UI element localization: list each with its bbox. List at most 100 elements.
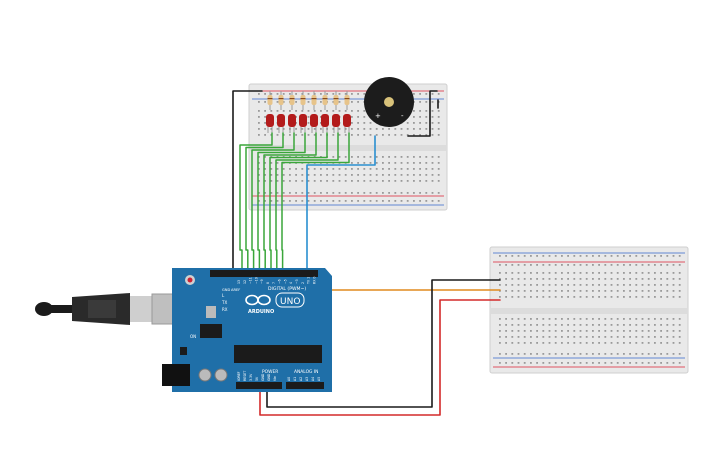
digital-pin-label: RX 0 bbox=[312, 277, 316, 284]
resistor[interactable] bbox=[278, 95, 284, 105]
resistor[interactable] bbox=[344, 95, 350, 105]
breadboard-hole bbox=[295, 122, 297, 124]
breadboard-hole bbox=[413, 200, 415, 202]
wire-led-8[interactable] bbox=[281, 132, 350, 271]
led[interactable] bbox=[277, 114, 285, 127]
resistor[interactable] bbox=[300, 95, 306, 105]
breadboard-hole bbox=[666, 255, 669, 257]
resistor[interactable] bbox=[311, 95, 317, 105]
breadboard-hole bbox=[511, 290, 514, 292]
breadboard-hole bbox=[641, 255, 644, 257]
breadboard-hole bbox=[326, 110, 328, 112]
wire-led-2[interactable] bbox=[245, 132, 284, 271]
usb-cable[interactable] bbox=[35, 293, 183, 325]
l-label: L bbox=[222, 293, 225, 298]
breadboard-hole bbox=[338, 110, 341, 112]
resistor[interactable] bbox=[322, 95, 328, 105]
resistor[interactable] bbox=[267, 95, 273, 105]
breadboard-hole bbox=[363, 180, 366, 182]
digital-pin-label: ~6 bbox=[278, 279, 282, 284]
breadboard-hole bbox=[295, 93, 297, 95]
wire-led-7[interactable] bbox=[275, 132, 339, 271]
led[interactable] bbox=[288, 114, 296, 127]
power-jack[interactable] bbox=[162, 364, 190, 386]
breadboard-hole bbox=[523, 278, 526, 280]
breadboard-hole bbox=[678, 255, 681, 257]
breadboard-holes bbox=[499, 255, 681, 364]
breadboard-hole bbox=[629, 318, 631, 320]
wire-led-6[interactable] bbox=[269, 132, 328, 271]
breadboard-hole bbox=[357, 93, 359, 95]
breadboard-hole bbox=[647, 278, 650, 280]
breadboard-hole bbox=[431, 122, 434, 124]
breadboard-hole bbox=[505, 353, 507, 355]
breadboard-hole bbox=[672, 330, 675, 332]
breadboard-hole bbox=[258, 174, 260, 176]
breadboard-hole bbox=[313, 168, 316, 170]
breadboard-hole bbox=[332, 128, 335, 130]
breadboard-hole bbox=[573, 278, 576, 280]
breadboard-hole bbox=[616, 330, 619, 332]
led-wires[interactable] bbox=[239, 132, 350, 271]
breadboard-hole bbox=[313, 93, 316, 95]
led[interactable] bbox=[299, 114, 307, 127]
breadboard-hole bbox=[567, 264, 569, 266]
breadboard-hole bbox=[517, 284, 520, 286]
breadboard-hole bbox=[629, 284, 631, 286]
breadboard-hole bbox=[431, 128, 434, 130]
resistor[interactable] bbox=[333, 95, 339, 105]
breadboard-hole bbox=[363, 168, 366, 170]
wire-gnd-top[interactable] bbox=[232, 90, 263, 271]
resistor[interactable] bbox=[289, 95, 295, 105]
breadboard-hole bbox=[295, 128, 297, 130]
breadboard-hole bbox=[672, 255, 675, 257]
wire-led-1[interactable] bbox=[239, 132, 273, 271]
breadboard-hole bbox=[419, 180, 421, 182]
breadboard-hole bbox=[313, 134, 316, 136]
breadboard-hole bbox=[301, 200, 304, 202]
breadboard-hole bbox=[499, 264, 501, 266]
breadboard-hole bbox=[592, 330, 594, 332]
breadboard-hole bbox=[511, 342, 514, 344]
breadboard-hole bbox=[437, 122, 440, 124]
breadboard-hole bbox=[585, 353, 588, 355]
breadboard-hole bbox=[313, 110, 316, 112]
breadboard-hole bbox=[523, 353, 526, 355]
piezo-buzzer[interactable]: + - bbox=[364, 77, 414, 127]
wire-led-5[interactable] bbox=[263, 132, 317, 271]
breadboard-hole bbox=[289, 180, 291, 182]
led[interactable] bbox=[310, 114, 318, 127]
breadboard-hole bbox=[530, 324, 532, 326]
breadboard-hole bbox=[666, 336, 669, 338]
led[interactable] bbox=[321, 114, 329, 127]
breadboard-hole bbox=[592, 362, 594, 364]
breadboard-hole bbox=[394, 192, 397, 194]
breadboard-hole bbox=[561, 324, 563, 326]
breadboard-hole bbox=[499, 255, 501, 257]
breadboard-hole bbox=[585, 278, 588, 280]
breadboard-hole bbox=[678, 330, 681, 332]
wire-5v[interactable] bbox=[259, 299, 501, 416]
breadboard-hole bbox=[369, 192, 372, 194]
breadboard-hole bbox=[610, 324, 613, 326]
breadboard-hole bbox=[654, 255, 656, 257]
breadboard-hole bbox=[542, 324, 545, 326]
led[interactable] bbox=[343, 114, 351, 127]
breadboard-hole bbox=[536, 342, 538, 344]
wire-gnd-bottom[interactable] bbox=[266, 279, 501, 408]
breadboard-right[interactable] bbox=[489, 246, 689, 374]
breadboard-hole bbox=[604, 362, 607, 364]
breadboard-hole bbox=[548, 362, 551, 364]
breadboard-hole bbox=[654, 264, 656, 266]
wire-led-4[interactable] bbox=[257, 132, 306, 271]
breadboard-hole bbox=[382, 156, 384, 158]
led[interactable] bbox=[332, 114, 340, 127]
wire-buzzer-gnd[interactable] bbox=[407, 90, 438, 137]
breadboard-hole bbox=[400, 168, 403, 170]
breadboard-hole bbox=[388, 162, 390, 164]
wire-led-3[interactable] bbox=[251, 132, 295, 271]
wire-buzzer-signal[interactable] bbox=[306, 135, 376, 271]
breadboard-hole bbox=[382, 192, 384, 194]
led[interactable] bbox=[266, 114, 274, 127]
